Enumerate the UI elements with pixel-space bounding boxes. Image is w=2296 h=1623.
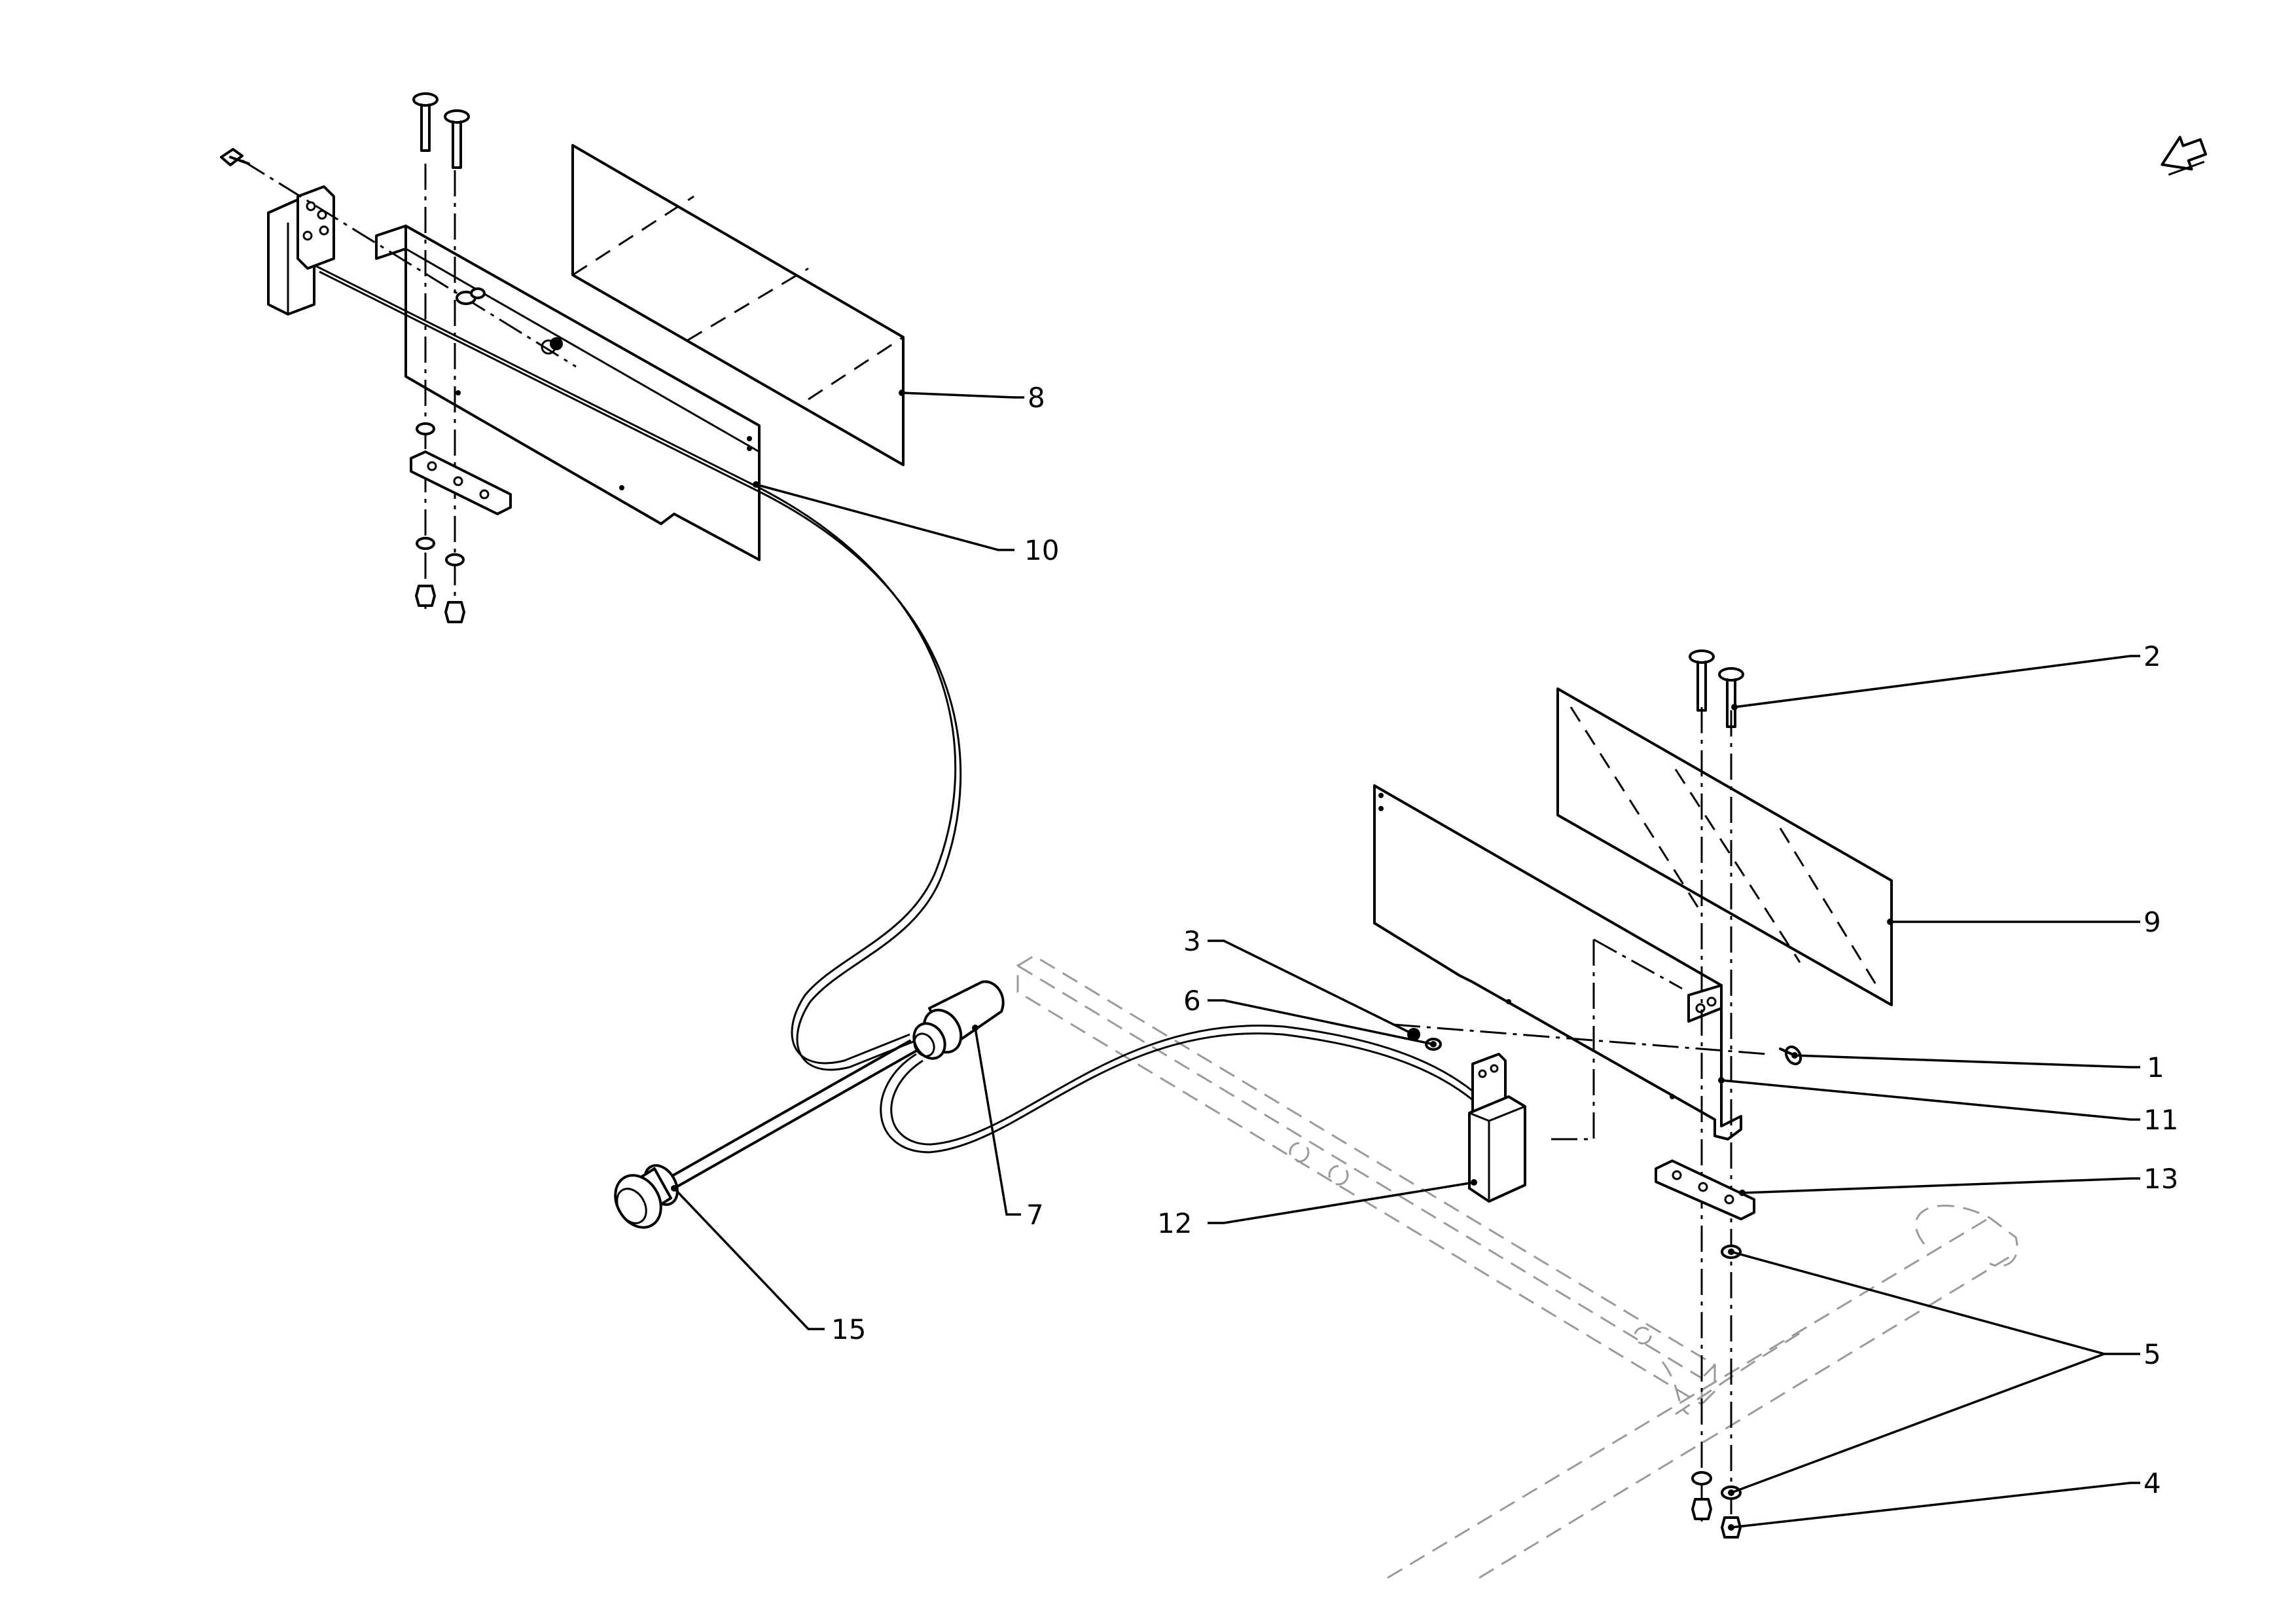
left-marker-lamp [267, 185, 335, 316]
callout-9: 9 [2144, 906, 2161, 938]
left-cable [314, 264, 957, 1065]
right-assembly [1373, 649, 1893, 1539]
carriage-bolt-left-a [412, 92, 439, 152]
axis-line [1551, 939, 1595, 1140]
callout-leaders [671, 390, 2140, 1531]
callout-labels: 8 10 2 9 1 11 13 5 4 3 6 7 12 15 [831, 382, 2178, 1499]
view-direction-arrow-icon [2161, 136, 2208, 176]
callout-15: 15 [831, 1313, 866, 1345]
right-cable [880, 1032, 1473, 1154]
carriage-bolt-right-a [1689, 649, 1715, 712]
callout-8: 8 [1028, 382, 1045, 414]
axis-line [1593, 938, 1683, 990]
carriage-bolt-left-b [444, 109, 470, 169]
reflector-panel-8 [571, 144, 905, 466]
callout-11: 11 [2144, 1104, 2178, 1136]
callout-12: 12 [1157, 1207, 1192, 1239]
washer-nut-set-upper [456, 287, 563, 355]
callout-4: 4 [2144, 1467, 2161, 1499]
callout-3: 3 [1183, 925, 1201, 957]
axis-line [1393, 1023, 1768, 1055]
callout-6: 6 [1183, 985, 1201, 1017]
trailer-plug-assembly [614, 980, 1475, 1229]
nut-4-a [1691, 1498, 1712, 1520]
plug-15 [614, 1164, 679, 1229]
reflector-panel-9 [1556, 687, 1893, 1006]
callout-7: 7 [1026, 1199, 1044, 1231]
clamp-plate-13 [1655, 1159, 1755, 1220]
carriage-bolt-right-b [1718, 667, 1744, 728]
clamp-plate-left [410, 450, 512, 515]
callout-1: 1 [2147, 1051, 2164, 1084]
plate-bracket-10 [375, 225, 761, 561]
callout-2: 2 [2144, 640, 2161, 672]
plate-bracket-11 [1373, 784, 1742, 1140]
washer-nut-set-lower-left [415, 422, 465, 623]
axis-line [242, 159, 577, 368]
callout-10: 10 [1024, 534, 1059, 566]
socket-7 [912, 980, 1005, 1060]
callout-5: 5 [2144, 1338, 2161, 1370]
callout-13: 13 [2144, 1163, 2178, 1195]
washer-5-lower-a [1691, 1471, 1712, 1486]
right-marker-lamp-12 [1468, 1053, 1526, 1203]
vehicle-frame-ghost [1016, 955, 2018, 1579]
left-assembly [220, 92, 962, 1071]
